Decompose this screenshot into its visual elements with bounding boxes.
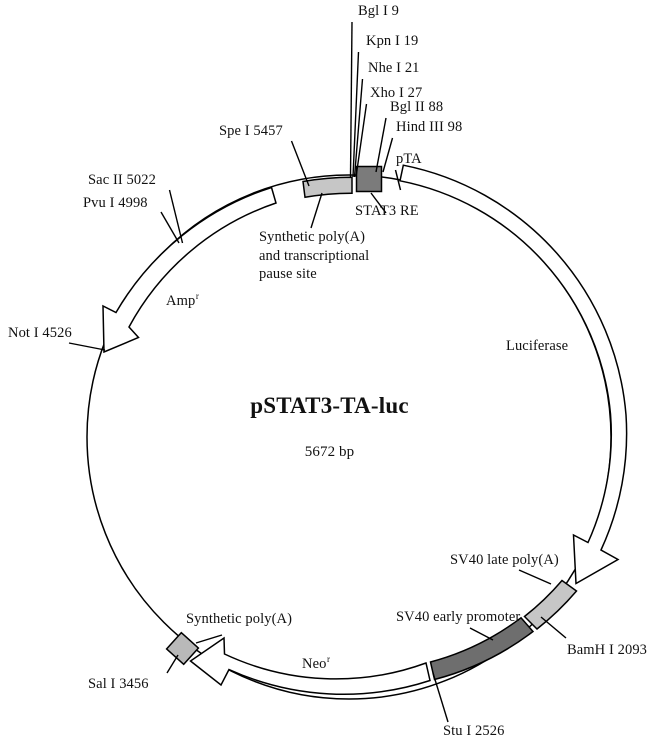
- leader-bgl-i: [349, 21, 353, 178]
- leader-sal-i: [166, 654, 179, 674]
- label-stat3-re: STAT3 RE: [355, 203, 419, 219]
- label-stu-i-2526: Stu I 2526: [443, 723, 505, 739]
- synthetic-polya-pause-line-1: Synthetic poly(A): [259, 229, 366, 245]
- leader-not-i: [68, 342, 106, 351]
- label-not-i-4526: Not I 4526: [8, 325, 72, 341]
- label-synthetic-polya: Synthetic poly(A): [186, 611, 293, 627]
- leader-stat3-re: [370, 192, 387, 214]
- synthetic-polya-pause-line-3: pause site: [259, 266, 317, 283]
- label-sv40-early-promoter: SV40 early promoter: [396, 609, 521, 625]
- label-neo-resistance: Neor: [302, 655, 330, 674]
- leader-sv40-early: [469, 627, 494, 641]
- leader-syn-polya-pause: [310, 192, 323, 229]
- label-pvu-i-4998: Pvu I 4998: [83, 195, 148, 211]
- leader-stu-i: [432, 672, 449, 723]
- top-site-leader-lines: [349, 21, 394, 178]
- sv40-late-polya-band: [523, 579, 578, 631]
- leader-spe-i: [290, 140, 310, 187]
- label-luciferase: Luciferase: [506, 338, 569, 354]
- amp-text: Amp: [166, 293, 196, 309]
- synthetic-polya-box: [165, 631, 200, 666]
- neo-text: Neo: [302, 656, 327, 672]
- amp-resistance-arrow: [102, 186, 277, 354]
- label-sv40-late-polya: SV40 late poly(A): [450, 552, 559, 568]
- leader-sv40-late: [518, 569, 552, 585]
- label-xho-i-27: Xho I 27: [370, 85, 423, 101]
- leader-bamh-i: [540, 616, 567, 639]
- plasmid-size: 5672 bp: [304, 444, 355, 460]
- pta-tick: [394, 169, 402, 191]
- label-nhe-i-21: Nhe I 21: [368, 60, 420, 76]
- sv40-early-promoter-band: [429, 616, 535, 681]
- plasmid-title: pSTAT3-TA-luc: [250, 393, 409, 418]
- leader-sac-ii: [168, 189, 184, 244]
- leader-pvu-i: [160, 211, 180, 244]
- label-synthetic-polya-pause-site: Synthetic poly(A) and transcriptional pa…: [259, 228, 369, 284]
- amp-superscript: r: [195, 291, 199, 302]
- label-pta: pTA: [396, 151, 422, 167]
- label-sac-ii-5022: Sac II 5022: [88, 172, 156, 188]
- leader-nhe-i: [353, 78, 364, 178]
- label-sal-i-3456: Sal I 3456: [88, 676, 149, 692]
- leader-syn-polya-bottom: [195, 634, 223, 644]
- label-kpn-i-19: Kpn I 19: [366, 33, 419, 49]
- leader-hind-iii: [382, 137, 394, 173]
- leader-bgl-ii: [375, 117, 387, 173]
- label-amp-resistance: Ampr: [166, 292, 199, 311]
- label-hind-iii-98: Hind III 98: [396, 119, 463, 135]
- synthetic-polya-pause-box: [302, 176, 353, 199]
- stat3-re-box: [355, 165, 383, 193]
- label-bgl-i-9: Bgl I 9: [358, 3, 399, 19]
- synthetic-polya-pause-line-2: and transcriptional: [259, 247, 370, 264]
- leader-kpn-i: [352, 51, 360, 178]
- neo-resistance-arrow: [189, 636, 431, 695]
- leader-xho-i: [355, 103, 368, 178]
- site-leader-lines: [68, 140, 567, 723]
- label-bamh-i-2093: BamH I 2093: [567, 642, 648, 658]
- label-spe-i-5457: Spe I 5457: [219, 123, 283, 139]
- neo-superscript: r: [326, 654, 331, 665]
- label-bgl-ii-88: Bgl II 88: [390, 99, 444, 115]
- luciferase-arrow: [399, 164, 628, 585]
